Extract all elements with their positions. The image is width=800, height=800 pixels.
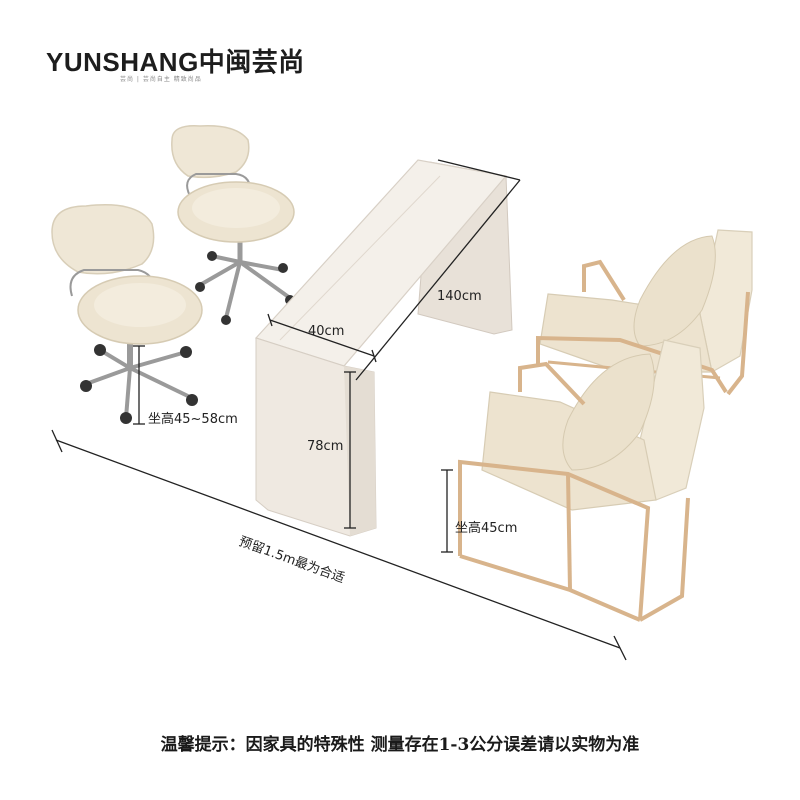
nail-desk [254, 159, 513, 537]
dimension-lines [51, 159, 627, 661]
brand-logo: YUNSHANG中闽芸尚 芸尚 | 芸尚自主 精致尚品 [46, 38, 306, 94]
desk-length-label: 140cm [437, 289, 482, 304]
armchair-front [458, 339, 705, 622]
brand-logo-text: YUNSHANG中闽芸尚 [46, 47, 305, 77]
desk-depth-label: 40cm [308, 324, 345, 339]
brand-tagline: 芸尚 | 芸尚自主 精致尚品 [120, 76, 202, 83]
salon-stool-front [51, 204, 203, 424]
salon-stool-back [171, 125, 295, 325]
measurement-notice: 温馨提示：因家具的特殊性 测量存在1-3公分误差请以实物为准 [160, 735, 640, 755]
chair-seat-height-label: 坐高45cm [455, 521, 518, 536]
desk-height-label: 78cm [307, 439, 344, 454]
stool-seat-height-label: 坐高45~58cm [148, 412, 238, 427]
